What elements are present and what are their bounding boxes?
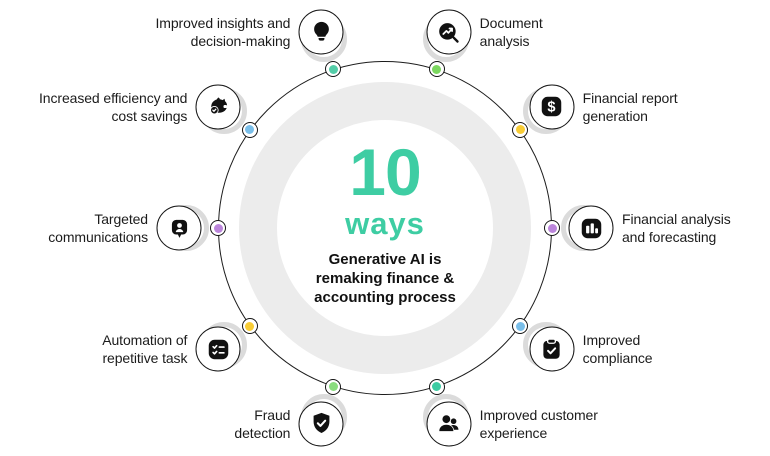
person-chat-icon: [166, 215, 192, 241]
dot-core: [515, 125, 525, 135]
center-number: 10: [349, 134, 421, 209]
dot-core: [213, 223, 223, 233]
checklist-icon: [205, 336, 231, 362]
item-label: Fraud detection: [234, 406, 291, 441]
item-dot: [544, 220, 560, 236]
dot-core: [245, 321, 255, 331]
item-label: Document analysis: [479, 14, 543, 50]
item-dot: [241, 121, 258, 138]
item-icon-circle: [426, 9, 472, 55]
document-analysis-icon: [436, 19, 462, 45]
item-icon-circle: [529, 326, 575, 372]
item-icon-circle: $: [529, 84, 575, 130]
dot-core: [328, 382, 338, 392]
item-dot: [210, 220, 226, 236]
item-label: Improved insights and decision-making: [155, 14, 291, 50]
dollar-icon: $: [539, 94, 565, 120]
shield-check-icon: [308, 411, 334, 437]
dot-core: [547, 223, 557, 233]
item-icon-circle: [156, 205, 202, 251]
piggy-bank-icon: [205, 94, 231, 120]
lightbulb-icon: [308, 19, 334, 45]
item-dot: [241, 318, 258, 335]
item-label: Financial report generation: [582, 89, 678, 124]
customers-icon: [436, 411, 462, 437]
item-icon-circle: [195, 84, 241, 130]
center-title-block: 10 ways Generative AI is remaking financ…: [270, 134, 500, 307]
item-icon-circle: [298, 9, 344, 55]
item-icon-circle: [426, 401, 472, 447]
bar-chart-icon: [578, 215, 604, 241]
item-label: Automation of repetitive task: [102, 331, 188, 367]
item-dot: [325, 378, 342, 395]
item-label: Improved compliance: [582, 331, 653, 367]
item-dot: [428, 378, 445, 395]
item-icon-circle: [195, 326, 241, 372]
item-dot: [512, 318, 529, 335]
item-label: Targeted communications: [48, 210, 148, 245]
item-label: Increased efficiency and cost savings: [39, 89, 188, 124]
item-dot: [512, 121, 529, 138]
item-dot: [325, 61, 342, 78]
clipboard-check-icon: [539, 336, 565, 362]
svg-text:$: $: [548, 100, 556, 116]
item-dot: [428, 61, 445, 78]
item-icon-circle: [568, 205, 614, 251]
dot-core: [328, 64, 338, 74]
dot-core: [515, 321, 525, 331]
item-label: Financial analysis and forecasting: [622, 210, 731, 245]
center-subtitle: Generative AI is remaking finance & acco…: [314, 251, 456, 307]
dot-core: [432, 64, 442, 74]
dot-core: [432, 382, 442, 392]
dot-core: [245, 125, 255, 135]
center-word: ways: [345, 205, 425, 241]
item-icon-circle: [298, 401, 344, 447]
item-label: Improved customer experience: [479, 406, 598, 441]
